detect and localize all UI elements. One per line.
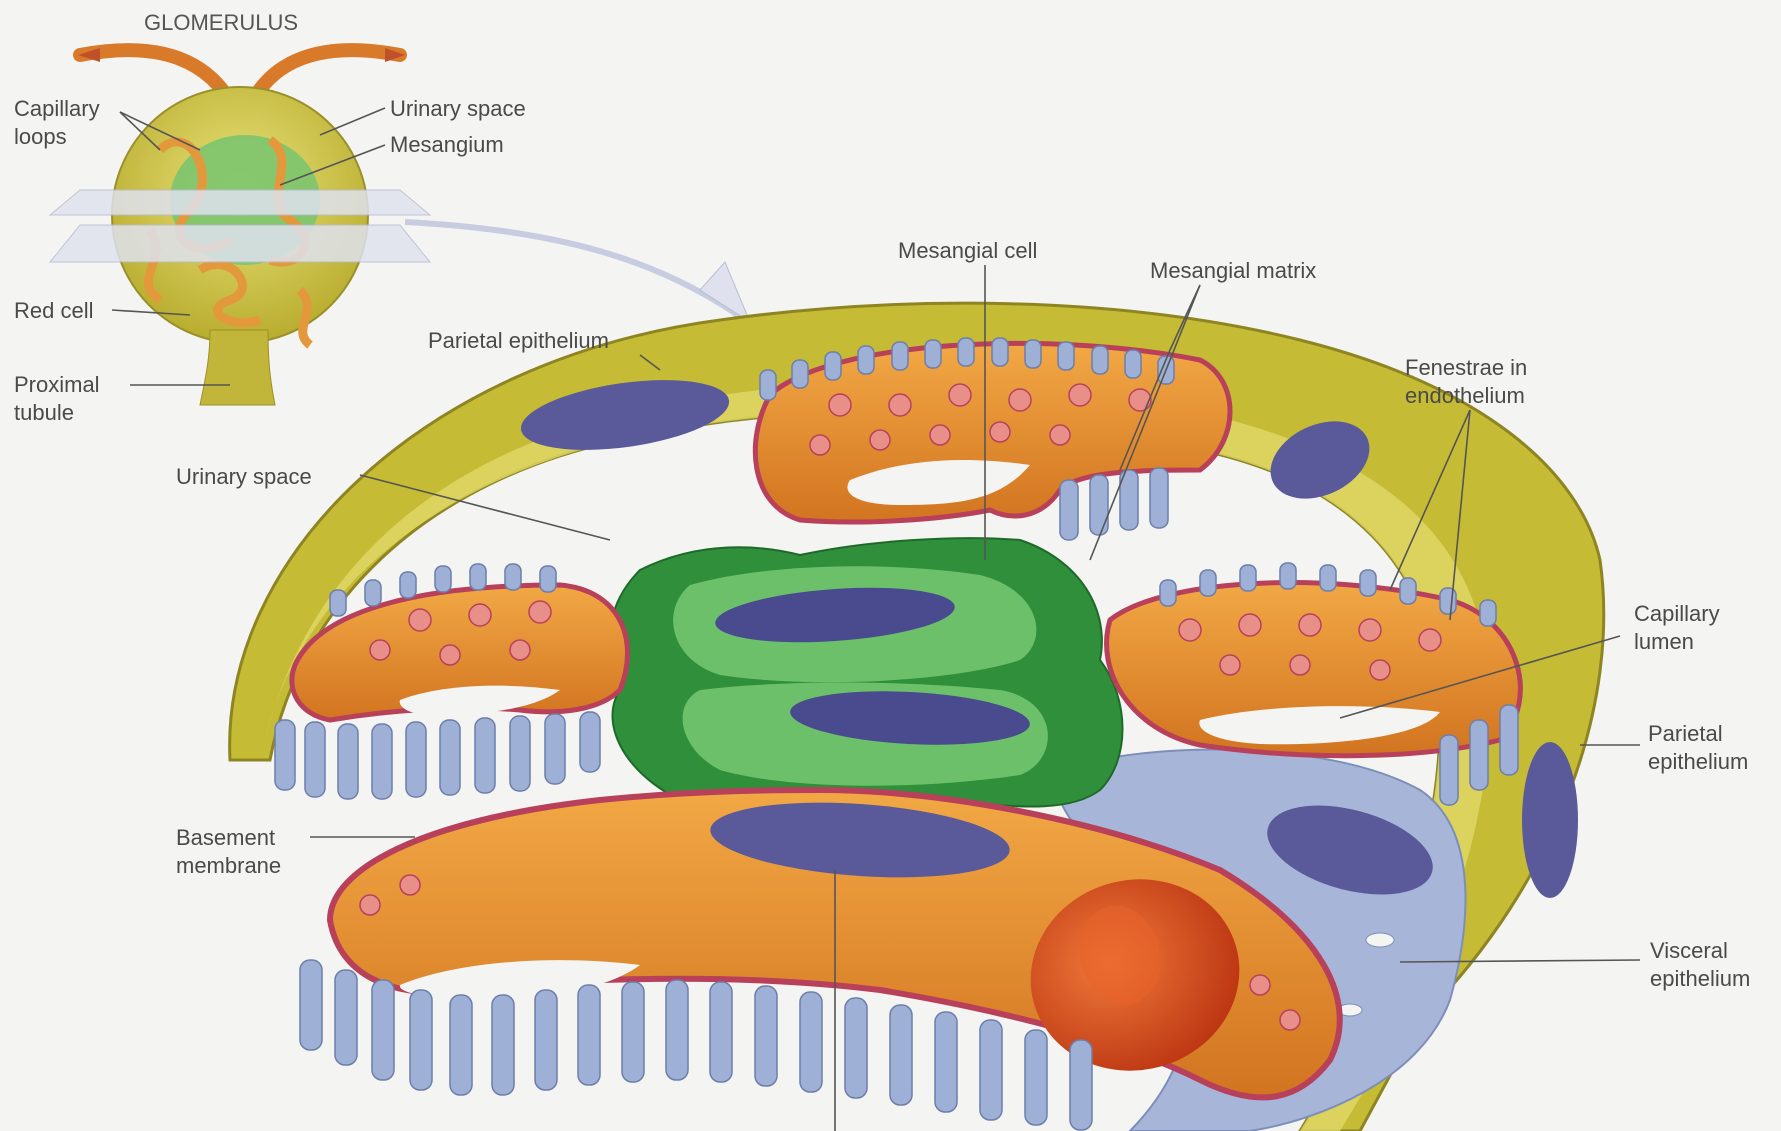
label-visceral-epithelium: Visceral [1650,938,1728,963]
label-capillary-lumen: lumen [1634,629,1694,654]
parietal-nucleus [1522,742,1578,898]
label-parietal-epithelium-right: Parietal [1648,721,1723,746]
label-proximal-tubule: Proximal [14,372,100,397]
label-capillary-loops: Capillary [14,96,100,121]
label-inset-mesangium: Mesangium [390,132,504,157]
label-red-cell: Red cell [14,298,93,323]
label-basement-membrane: Basement [176,825,275,850]
label-fenestrae: endothelium [1405,383,1525,408]
label-mesangial-matrix: Mesangial matrix [1150,258,1316,283]
diagram-title: GLOMERULUS [144,10,298,35]
label-inset-urinary-space: Urinary space [390,96,526,121]
label-capillary-loops: loops [14,124,67,149]
label-visceral-epithelium: epithelium [1650,966,1750,991]
capillary-loop-right [1107,583,1521,756]
label-capillary-lumen: Capillary [1634,601,1720,626]
main-section [230,303,1604,1131]
label-fenestrae: Fenestrae in [1405,355,1527,380]
label-parietal-epithelium-right: epithelium [1648,749,1748,774]
label-basement-membrane: membrane [176,853,281,878]
label-urinary-space: Urinary space [176,464,312,489]
label-parietal-epithelium-top: Parietal epithelium [428,328,609,353]
label-mesangial-cell: Mesangial cell [898,238,1037,263]
label-proximal-tubule: tubule [14,400,74,425]
